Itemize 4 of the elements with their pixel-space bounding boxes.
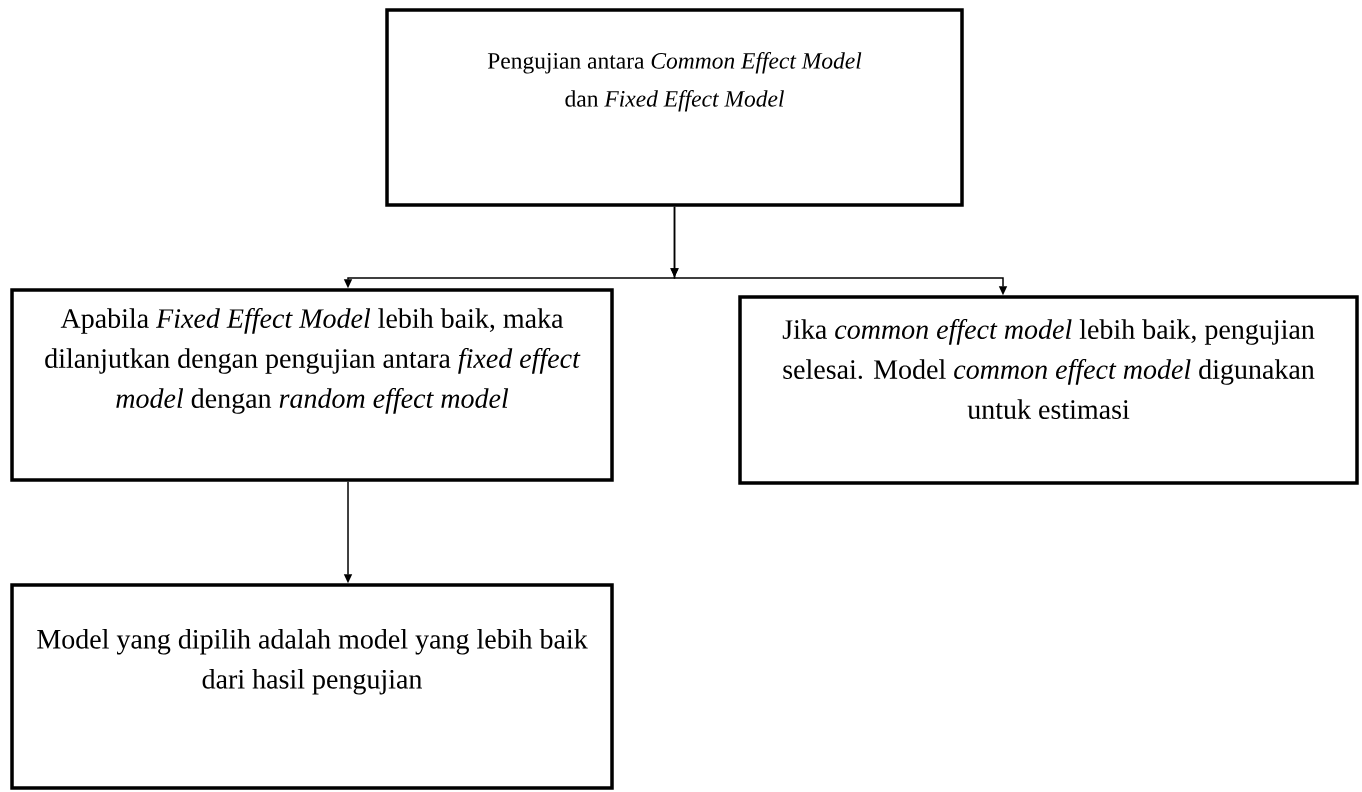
process-box: Pengujian antara Common Effect Model dan Fixed Effect Model <box>385 8 964 207</box>
process-box: Apabila Fixed Effect Model lebih baik, maka dilanjutkan dengan pengujian antara fixed effect model dengan random effect model <box>10 288 614 482</box>
process-box: Jika common effect model lebih baik, pengujian selesai. Model common effect model digunakan untuk estimasi <box>738 295 1359 485</box>
process-box: Model yang dipilih adalah model yang lebih baik dari hasil pengujian <box>10 583 614 790</box>
